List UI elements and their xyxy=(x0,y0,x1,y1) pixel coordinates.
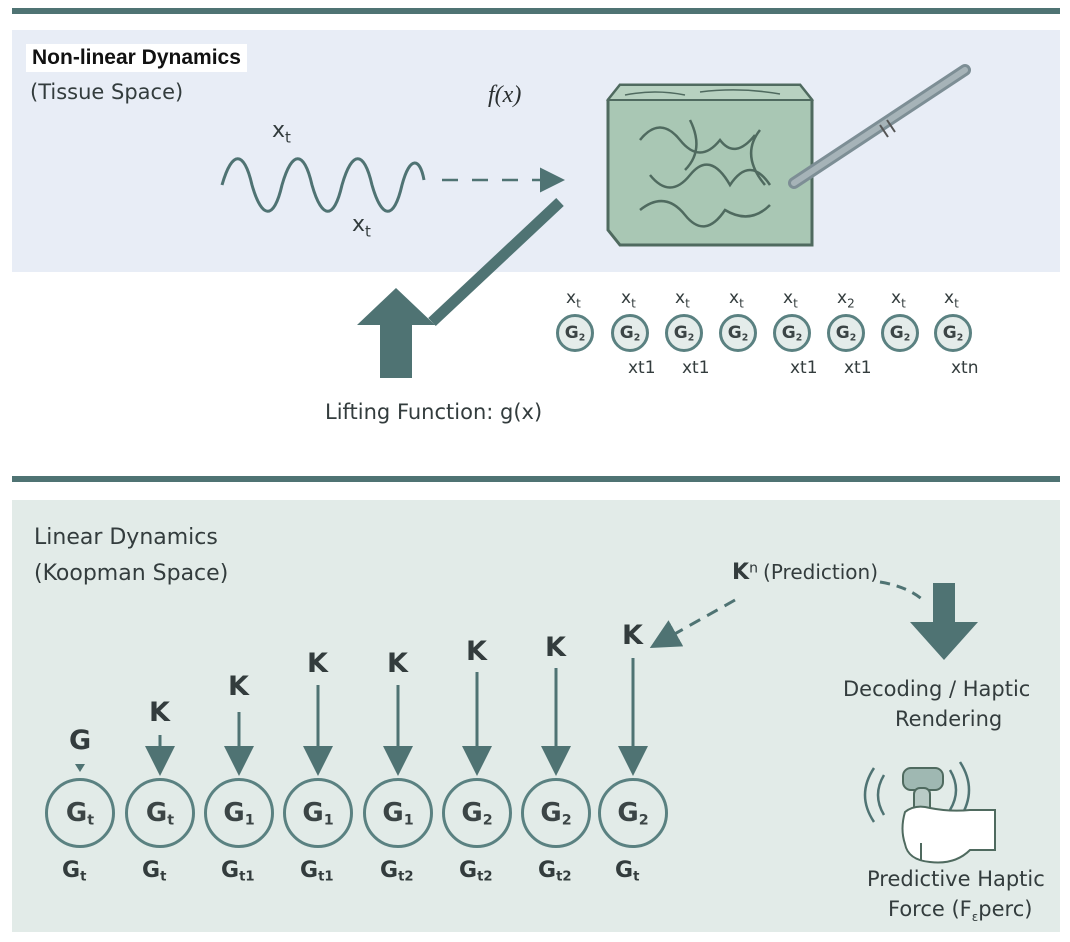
decoding-label-1: Decoding / Haptic xyxy=(843,677,1031,701)
observable-node: G2 xyxy=(773,314,811,352)
state-node: Gt xyxy=(125,778,195,848)
operator-label: K xyxy=(545,632,566,663)
operator-label: K xyxy=(622,620,643,651)
linear-subtitle: (Koopman Space) xyxy=(34,561,229,586)
state-node: G1 xyxy=(363,778,433,848)
decoding-arrow-icon xyxy=(910,583,978,660)
lifting-label: Lifting Function: g(x) xyxy=(325,400,543,424)
probe-icon xyxy=(788,64,971,189)
lifting-arrow-icon xyxy=(357,288,435,378)
state-node: Gt xyxy=(45,778,115,848)
node-top-label: xt xyxy=(891,288,906,311)
operator-label: K xyxy=(387,648,408,679)
lifting-diagonal xyxy=(428,197,564,327)
node-bottom-label: xt1 xyxy=(628,358,656,378)
haptic-hand-icon xyxy=(863,761,996,864)
state-bottom-label: Gt2 xyxy=(380,858,414,885)
observable-node: G2 xyxy=(881,314,919,352)
observable-node: G2 xyxy=(934,314,972,352)
nonlinear-title: Non-linear Dynamics xyxy=(26,44,247,72)
wave-label-bottom: xt xyxy=(352,212,371,241)
node-bottom-label: xtn xyxy=(951,358,979,378)
force-label-1: Predictive Haptic xyxy=(867,867,1045,891)
prediction-label: Kn (Prediction) xyxy=(732,560,878,585)
prediction-arrow xyxy=(649,598,736,648)
decoding-label-2: Rendering xyxy=(895,707,1003,731)
force-label-2: Force (Fεperc) xyxy=(888,897,1033,925)
top-divider xyxy=(12,8,1060,14)
node-bottom-label: xt1 xyxy=(682,358,710,378)
nonlinear-subtitle: (Tissue Space) xyxy=(30,80,184,104)
observable-node: G2 xyxy=(827,314,865,352)
operator-label: K xyxy=(149,697,170,728)
state-bottom-label: Gt xyxy=(142,858,167,885)
node-top-label: xt xyxy=(566,288,581,311)
signal-wave xyxy=(220,157,426,213)
tissue-block-icon xyxy=(605,83,815,247)
state-bottom-label: Gt2 xyxy=(459,858,493,885)
state-node: G1 xyxy=(204,778,274,848)
node-top-label: x2 xyxy=(837,288,855,311)
state-node: G2 xyxy=(521,778,591,848)
state-bottom-label: Gt xyxy=(62,858,87,885)
node-bottom-label: xt1 xyxy=(844,358,872,378)
fx-label: f(x) xyxy=(488,82,522,108)
operator-label: K xyxy=(466,636,487,667)
wave-label-top: xt xyxy=(272,118,291,147)
state-node: G2 xyxy=(442,778,512,848)
state-bottom-label: Gt1 xyxy=(221,858,255,885)
state-node: G1 xyxy=(283,778,353,848)
operator-label: K xyxy=(307,648,328,679)
operator-label: K xyxy=(228,671,249,702)
koopman-arrows xyxy=(75,658,648,776)
node-top-label: xt xyxy=(783,288,798,311)
observable-node: G2 xyxy=(719,314,757,352)
node-top-label: xt xyxy=(621,288,636,311)
node-bottom-label: xt1 xyxy=(790,358,818,378)
observable-node: G2 xyxy=(556,314,594,352)
operator-label: G xyxy=(69,725,92,756)
observable-node: G2 xyxy=(665,314,703,352)
state-bottom-label: Gt1 xyxy=(300,858,334,885)
linear-title: Linear Dynamics xyxy=(34,525,218,550)
node-top-label: xt xyxy=(944,288,959,311)
koopman-panel xyxy=(12,500,1060,932)
state-node: G2 xyxy=(598,778,668,848)
node-top-label: xt xyxy=(675,288,690,311)
middle-divider xyxy=(12,476,1060,482)
node-top-label: xt xyxy=(729,288,744,311)
observable-node: G2 xyxy=(611,314,649,352)
state-bottom-label: Gt2 xyxy=(538,858,572,885)
prediction-curve xyxy=(879,580,927,604)
state-bottom-label: Gt xyxy=(615,858,640,885)
